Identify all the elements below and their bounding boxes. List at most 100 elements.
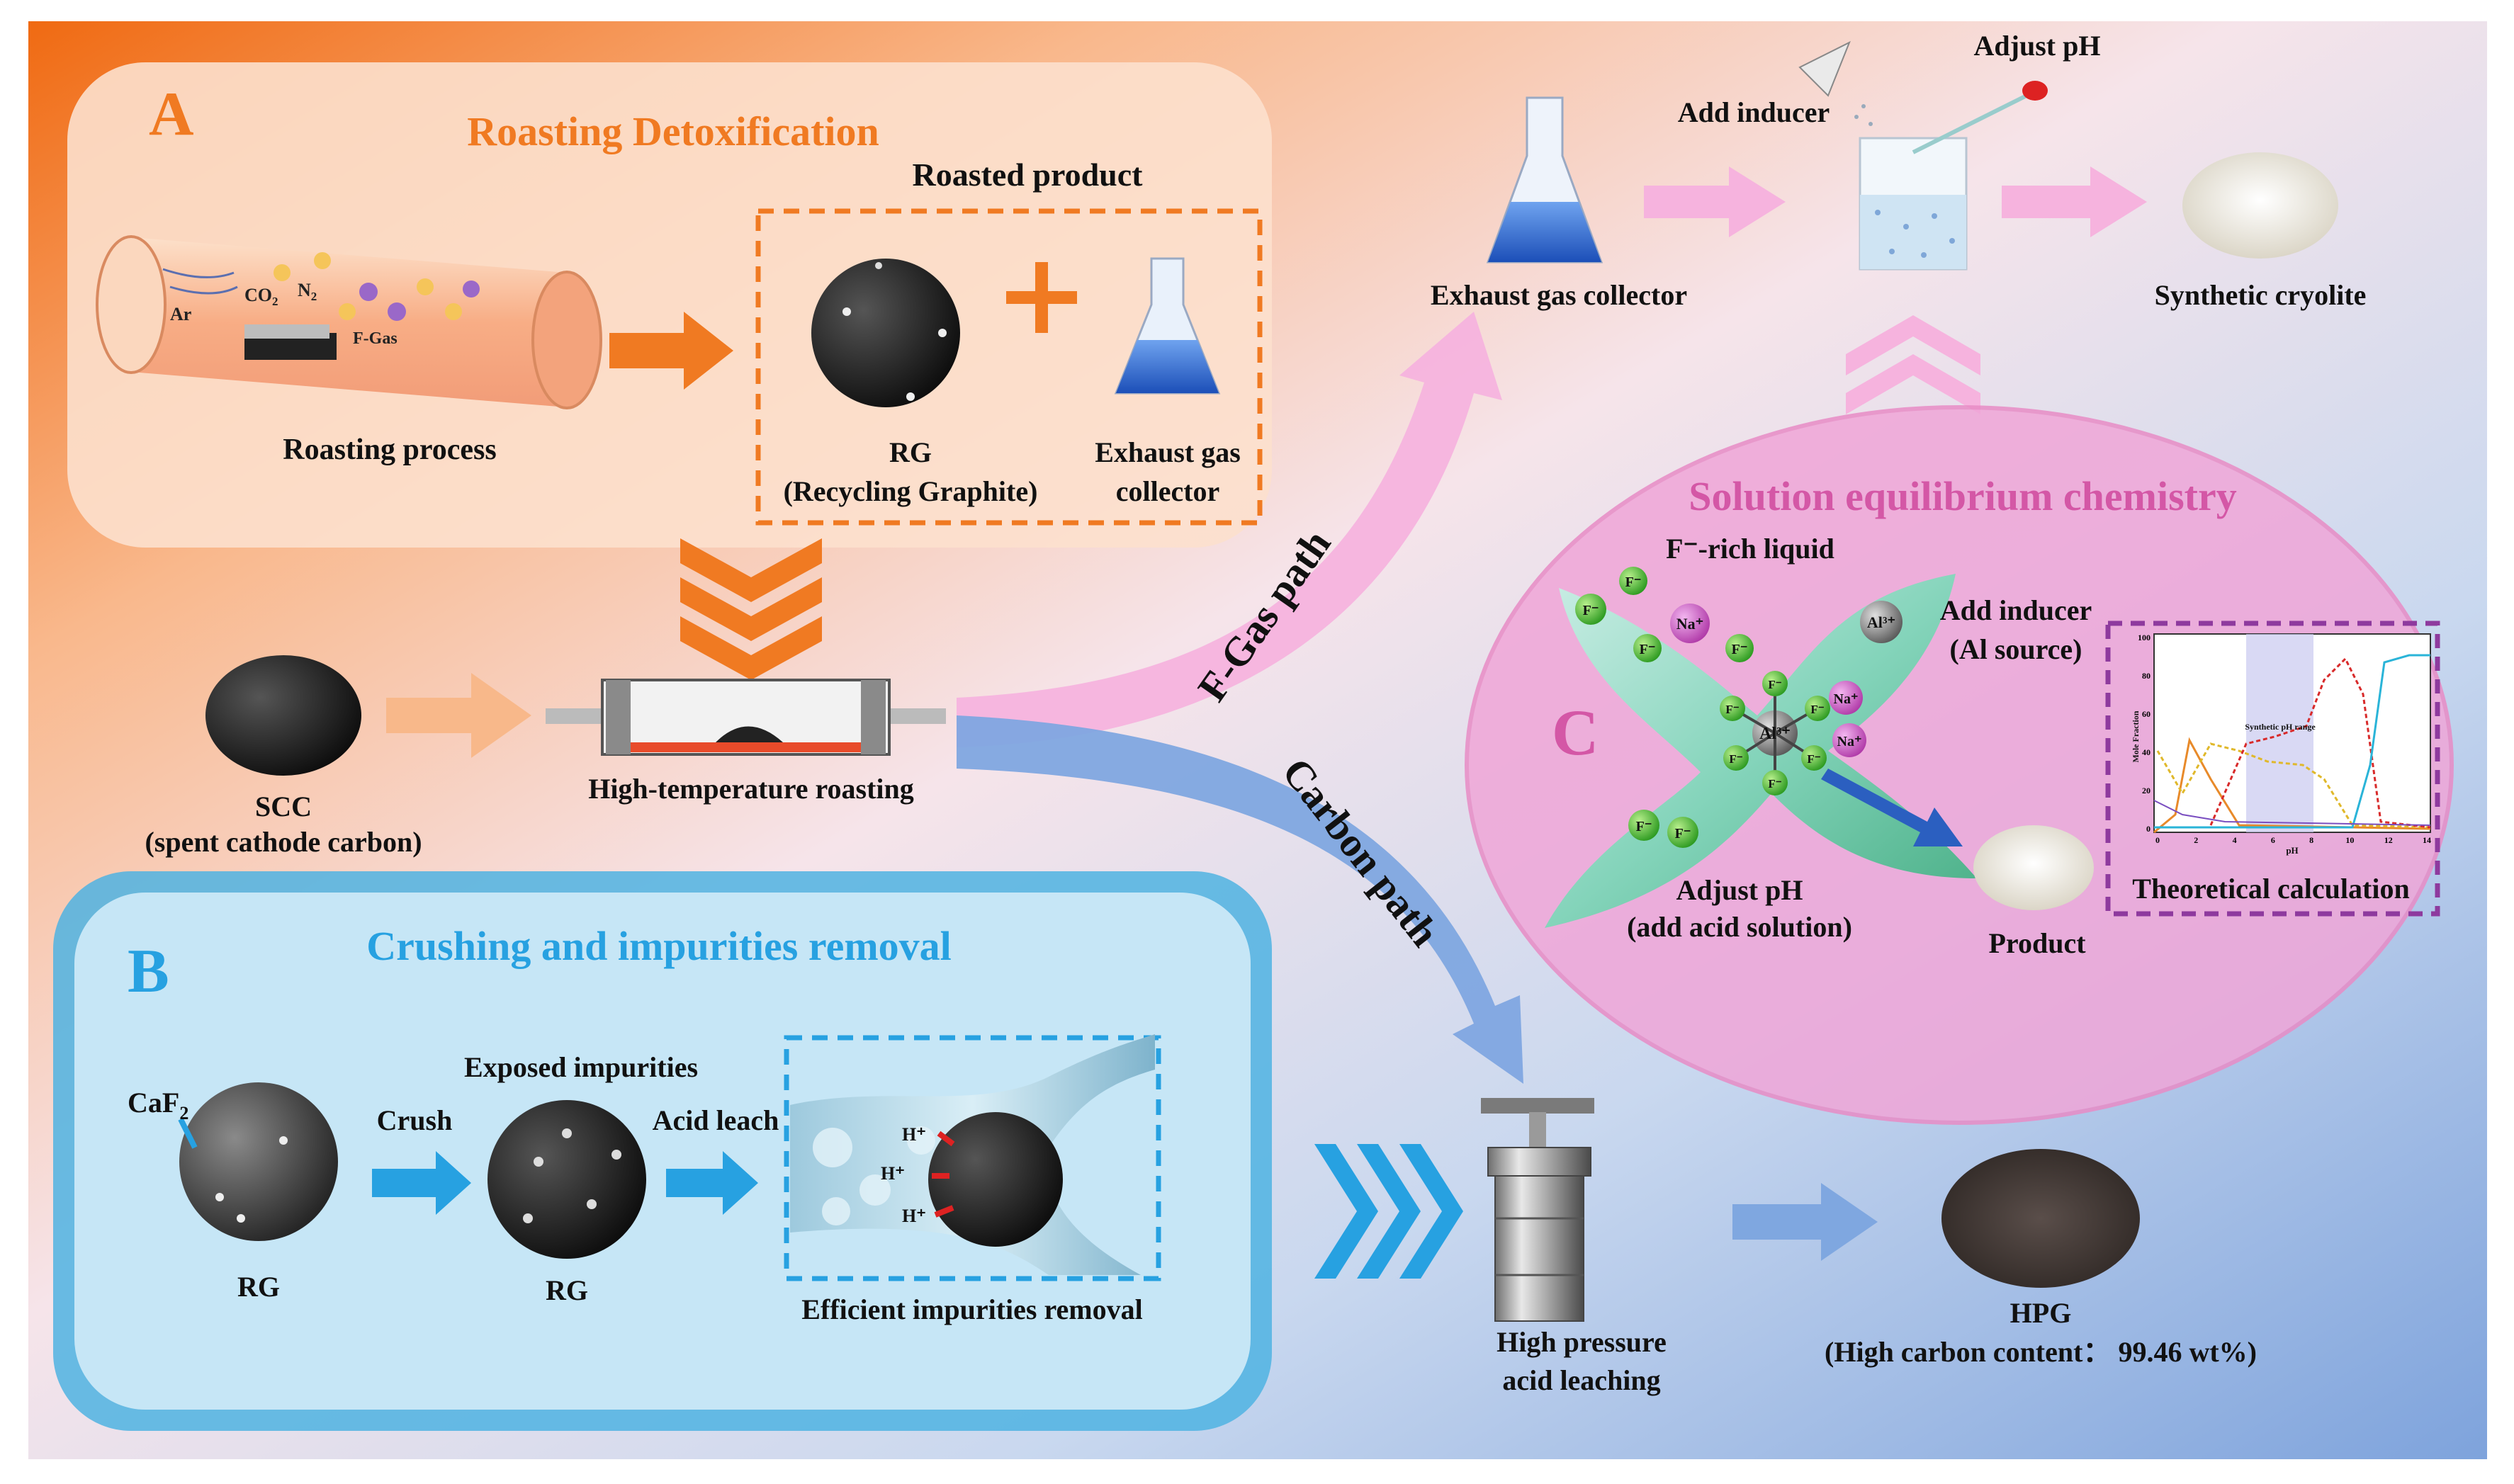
arrow-to-roasted-product xyxy=(609,312,733,390)
mini-chart-x-tick: 12 xyxy=(2384,835,2393,845)
scc-line1: SCC xyxy=(255,791,312,822)
product-powder xyxy=(1973,825,2094,910)
ion-f-8: F⁻ xyxy=(1810,703,1824,716)
rg1-label: RG xyxy=(237,1271,280,1303)
f-rich-liquid-shape xyxy=(1545,574,1977,928)
mini-chart-y-tick: 100 xyxy=(2138,633,2151,642)
rg-particle-2 xyxy=(487,1100,646,1259)
arrow-to-hpg xyxy=(1732,1183,1878,1261)
beaker-icon xyxy=(1798,40,2048,271)
rg2-label: RG xyxy=(546,1274,588,1306)
caf2-pointer xyxy=(178,1118,198,1149)
tube-fgas-label: F-Gas xyxy=(353,329,398,348)
tube-co2-main: CO xyxy=(244,285,272,305)
rg-particle-3 xyxy=(928,1112,1063,1247)
tube-co2-sub: 2 xyxy=(272,295,278,308)
mini-chart-y-tick: 40 xyxy=(2142,747,2151,757)
mini-chart-x-tick: 14 xyxy=(2423,835,2431,845)
exhaust-line1: Exhaust gas xyxy=(1095,436,1241,468)
exhaust-flask-icon xyxy=(1114,257,1221,395)
autoclave-icon xyxy=(1481,1098,1594,1322)
add-inducer-top-label: Add inducer xyxy=(1678,96,1830,128)
exhaust-line2: collector xyxy=(1116,475,1220,507)
hpg-line1: HPG xyxy=(2010,1297,2072,1329)
caf2-sub: 2 xyxy=(179,1103,188,1123)
caf2-main: CaF xyxy=(128,1087,179,1118)
ion-f-5: F⁻ xyxy=(1768,678,1781,691)
mini-chart-x-tick: 2 xyxy=(2194,835,2198,845)
panel-a-letter: A xyxy=(149,80,194,149)
ion-na-3: Na⁺ xyxy=(1837,734,1862,749)
roasting-tube: Ar CO2 N2 F-Gas xyxy=(96,235,602,409)
mini-chart-x-tick: 0 xyxy=(2155,835,2160,845)
mini-chart-y-tick: 0 xyxy=(2146,824,2151,834)
tube-n2-main: N xyxy=(298,280,311,300)
add-inducer-c-line1: Add inducer xyxy=(1940,594,2092,626)
ion-f-1: F⁻ xyxy=(1583,603,1599,618)
roasting-process-label: Roasting process xyxy=(283,434,496,466)
ion-na-1: Na⁺ xyxy=(1676,615,1704,633)
tube-n2-sub: 2 xyxy=(311,290,317,303)
acid-leach-arrow xyxy=(666,1151,758,1215)
mini-chart-y-tick: 20 xyxy=(2142,786,2151,795)
flow-arrow xyxy=(1821,769,1963,846)
arrow-to-roasting xyxy=(386,673,531,758)
chevron-right-icon xyxy=(1314,1144,1463,1279)
exhaust-collector-flask-icon xyxy=(1486,96,1603,264)
panel-a-title: Roasting Detoxification xyxy=(467,108,879,154)
ion-f-10: F⁻ xyxy=(1807,752,1820,766)
product-label: Product xyxy=(1988,927,2086,959)
chevron-up-icon xyxy=(1846,315,1980,414)
acid-leach-label: Acid leach xyxy=(653,1104,779,1136)
chevron-down-icon xyxy=(680,538,822,680)
f-rich-liquid-label: F⁻-rich liquid xyxy=(1666,533,1834,565)
roasted-product-title: Roasted product xyxy=(912,157,1143,193)
mini-chart xyxy=(2153,633,2431,834)
synthetic-cryolite-label: Synthetic cryolite xyxy=(2155,279,2367,311)
rg-line2: (Recycling Graphite) xyxy=(784,475,1038,507)
h-attack-marks xyxy=(932,1131,955,1218)
carbon-path-arrow xyxy=(957,715,1523,1084)
rg-particle xyxy=(811,259,960,407)
arrow-to-beaker xyxy=(1644,166,1786,237)
tube-co2-label: CO2 xyxy=(244,285,278,308)
add-inducer-c-line2: (Al source) xyxy=(1950,633,2082,665)
ion-f-11: F⁻ xyxy=(1636,819,1652,834)
cryolite-powder xyxy=(2182,152,2338,259)
mini-chart-y-tick: 60 xyxy=(2142,709,2151,719)
mini-chart-x-tick: 4 xyxy=(2233,835,2237,845)
panel-c-letter: C xyxy=(1552,696,1599,769)
adjust-ph-c-line2: (add acid solution) xyxy=(1627,911,1852,943)
panel-a-box xyxy=(67,62,1272,548)
plus-sign xyxy=(1006,262,1077,333)
mini-chart-xlabel: pH xyxy=(2286,845,2298,856)
panel-a: A Roasting Detoxification Ar CO2 N2 F-Ga… xyxy=(67,62,1272,548)
ion-al-2: Al³⁺ xyxy=(1759,725,1791,743)
efficient-label: Efficient impurities removal xyxy=(801,1293,1142,1325)
tube-ar-label: Ar xyxy=(170,304,191,324)
mini-chart-x-tick: 8 xyxy=(2309,835,2313,845)
arrow-to-cryolite xyxy=(2002,166,2147,237)
hpg-pile xyxy=(1941,1149,2140,1288)
h-label-1: H⁺ xyxy=(902,1124,926,1145)
crush-arrow xyxy=(372,1151,471,1215)
ion-f-7: F⁻ xyxy=(1725,703,1739,716)
ion-f-6: F⁻ xyxy=(1768,777,1781,791)
ion-na-2: Na⁺ xyxy=(1834,691,1859,707)
panel-b-letter: B xyxy=(128,937,169,1006)
panel-c: C Solution equilibrium chemistry F⁻-rich… xyxy=(1465,405,2454,1125)
adjust-ph-c-line1: Adjust pH xyxy=(1676,874,1803,906)
ion-al-1: Al³⁺ xyxy=(1867,613,1895,631)
furnace-icon xyxy=(546,679,946,756)
mini-chart-x-tick: 6 xyxy=(2271,835,2275,845)
scc-pile xyxy=(205,655,361,776)
rg-line1: RG xyxy=(889,436,932,468)
ion-f-4: F⁻ xyxy=(1732,642,1748,657)
panel-b-title: Crushing and impurities removal xyxy=(366,923,952,969)
ion-f-12: F⁻ xyxy=(1675,826,1691,842)
mini-chart-range-label: Synthetic pH range xyxy=(2245,722,2316,732)
exhaust-collector-label: Exhaust gas collector xyxy=(1431,279,1687,311)
